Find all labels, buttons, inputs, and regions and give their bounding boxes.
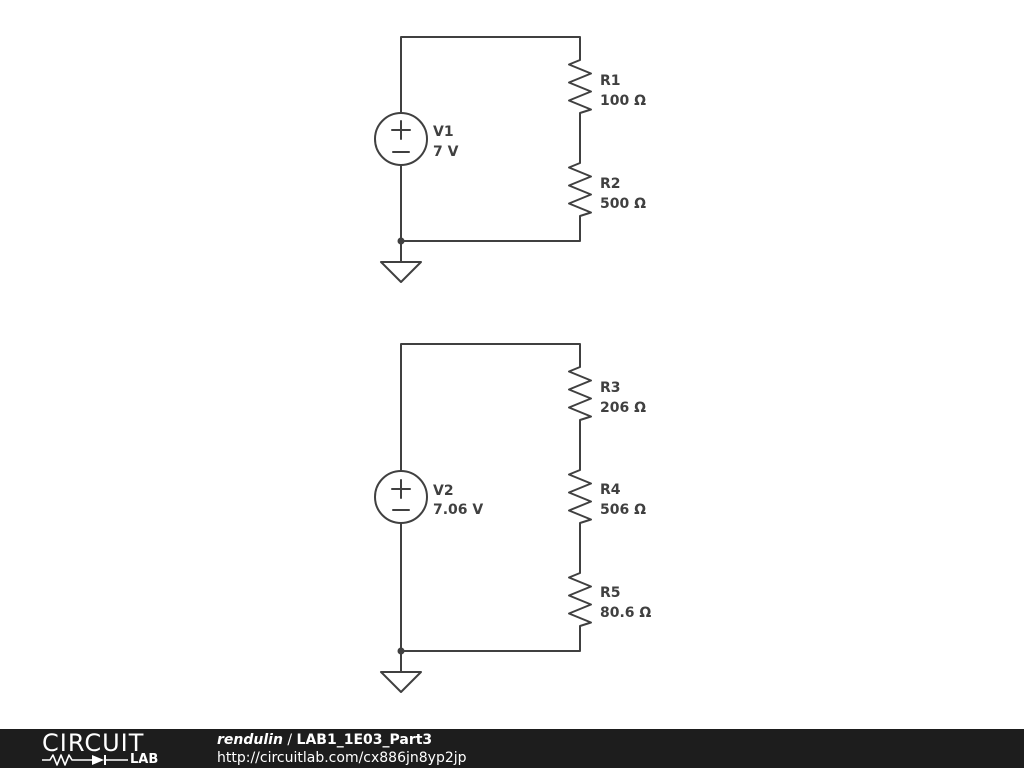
circuit-info: rendulin / LAB1_1E03_Part3 http://circui… — [217, 731, 467, 767]
path-separator: / — [282, 732, 297, 748]
junction-dot — [397, 647, 405, 655]
voltage-source-v2[interactable]: V2 7.06 V — [374, 470, 483, 524]
project-title[interactable]: LAB1_1E03_Part3 — [296, 732, 433, 748]
v2-ref-label: V2 — [433, 483, 454, 499]
wire — [400, 522, 581, 652]
v2-value-label: 7.06 V — [433, 502, 483, 518]
schematic-canvas[interactable]: R1 100 Ω R2 500 Ω V1 7 V — [0, 0, 1024, 729]
plus-sign — [391, 120, 411, 140]
voltage-source-v1[interactable]: V1 7 V — [374, 112, 459, 166]
r5-value-label: 80.6 Ω — [600, 605, 651, 621]
wire — [400, 343, 581, 472]
resistor-r2[interactable]: R2 500 Ω — [568, 157, 646, 222]
wire — [400, 36, 581, 114]
v1-ref-label: V1 — [433, 124, 454, 140]
circuit-url-link[interactable]: http://circuitlab.com/cx886jn8yp2jp — [217, 750, 467, 766]
resistor-r3[interactable]: R3 206 Ω — [568, 361, 646, 425]
title-line: rendulin / LAB1_1E03_Part3 — [217, 731, 467, 749]
r2-ref-label: R2 — [600, 176, 621, 192]
ground-symbol[interactable] — [380, 671, 422, 693]
plus-sign — [391, 479, 411, 499]
r3-ref-label: R3 — [600, 380, 621, 396]
circuit-2: R3 206 Ω R4 506 Ω R5 80.6 Ω V2 7. — [374, 343, 651, 693]
circuitlab-logo[interactable]: CIRCUIT LAB — [42, 731, 182, 767]
resistor-r5[interactable]: R5 80.6 Ω — [568, 567, 651, 631]
r2-value-label: 500 Ω — [600, 196, 646, 212]
author-link[interactable]: rendulin — [217, 732, 283, 748]
r1-value-label: 100 Ω — [600, 93, 646, 109]
r4-ref-label: R4 — [600, 482, 621, 498]
logo-lab-text: LAB — [130, 752, 159, 767]
logo-wordmark: CIRCUIT — [42, 729, 145, 757]
ground-symbol[interactable] — [380, 261, 422, 283]
resistor-r1[interactable]: R1 100 Ω — [568, 54, 646, 118]
v1-value-label: 7 V — [433, 144, 459, 160]
wire — [400, 164, 581, 242]
r5-ref-label: R5 — [600, 585, 621, 601]
circuit-1: R1 100 Ω R2 500 Ω V1 7 V — [374, 36, 646, 283]
r1-ref-label: R1 — [600, 73, 621, 89]
r3-value-label: 206 Ω — [600, 400, 646, 416]
footer-bar: CIRCUIT LAB rendulin / LAB1_1E03_Part3 h… — [0, 729, 1024, 768]
r4-value-label: 506 Ω — [600, 502, 646, 518]
resistor-diode-logo-icon — [42, 754, 128, 766]
junction-dot — [397, 237, 405, 245]
resistor-r4[interactable]: R4 506 Ω — [568, 464, 646, 528]
